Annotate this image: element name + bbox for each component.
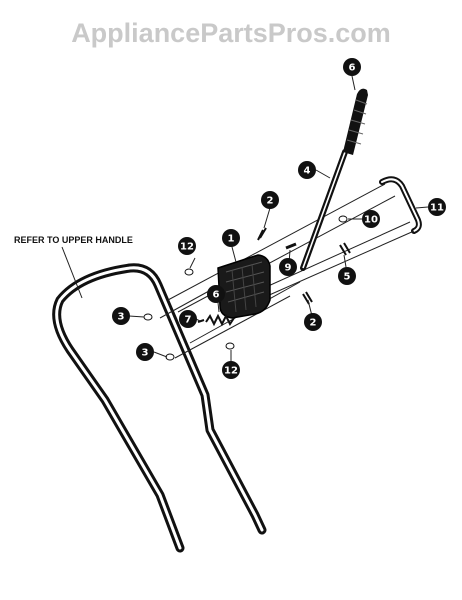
control-rod: [300, 149, 348, 271]
callout-9: 9: [279, 258, 297, 276]
lower-handle: [52, 263, 267, 553]
callout-2: 2: [304, 313, 322, 331]
svg-text:1: 1: [228, 234, 235, 245]
svg-text:3: 3: [118, 312, 125, 323]
callout-4: 4: [298, 161, 316, 179]
reference-note-text: REFER TO UPPER HANDLE: [14, 235, 133, 245]
spring: [205, 313, 235, 327]
hardware: [143, 215, 351, 361]
svg-text:4: 4: [304, 166, 311, 177]
svg-text:11: 11: [430, 203, 444, 214]
svg-text:9: 9: [285, 263, 292, 274]
svg-text:12: 12: [180, 242, 194, 253]
callout-3: 3: [136, 343, 154, 361]
callout-3: 3: [112, 307, 130, 325]
svg-text:2: 2: [267, 196, 274, 207]
callout-1: 1: [222, 229, 240, 247]
svg-text:6: 6: [349, 63, 356, 74]
svg-text:6: 6: [213, 290, 220, 301]
linkage-rod: [174, 295, 291, 359]
svg-text:5: 5: [344, 272, 351, 283]
svg-text:12: 12: [224, 366, 238, 377]
callout-2: 2: [261, 191, 279, 209]
svg-text:10: 10: [364, 215, 378, 226]
callout-6: 6: [343, 58, 361, 76]
callout-12: 12: [178, 237, 196, 255]
callout-7: 7: [179, 310, 197, 328]
callout-5: 5: [338, 267, 356, 285]
control-panel: [217, 254, 271, 319]
control-grip: [343, 88, 368, 155]
reference-note: REFER TO UPPER HANDLE: [14, 235, 133, 299]
svg-text:7: 7: [185, 315, 192, 326]
callout-6: 6: [207, 285, 225, 303]
callout-12: 12: [222, 361, 240, 379]
svg-text:2: 2: [310, 318, 317, 329]
svg-text:3: 3: [142, 348, 149, 359]
watermark-text: AppliancePartsPros.com: [71, 18, 391, 48]
callout-11: 11: [428, 198, 446, 216]
callout-10: 10: [362, 210, 380, 228]
